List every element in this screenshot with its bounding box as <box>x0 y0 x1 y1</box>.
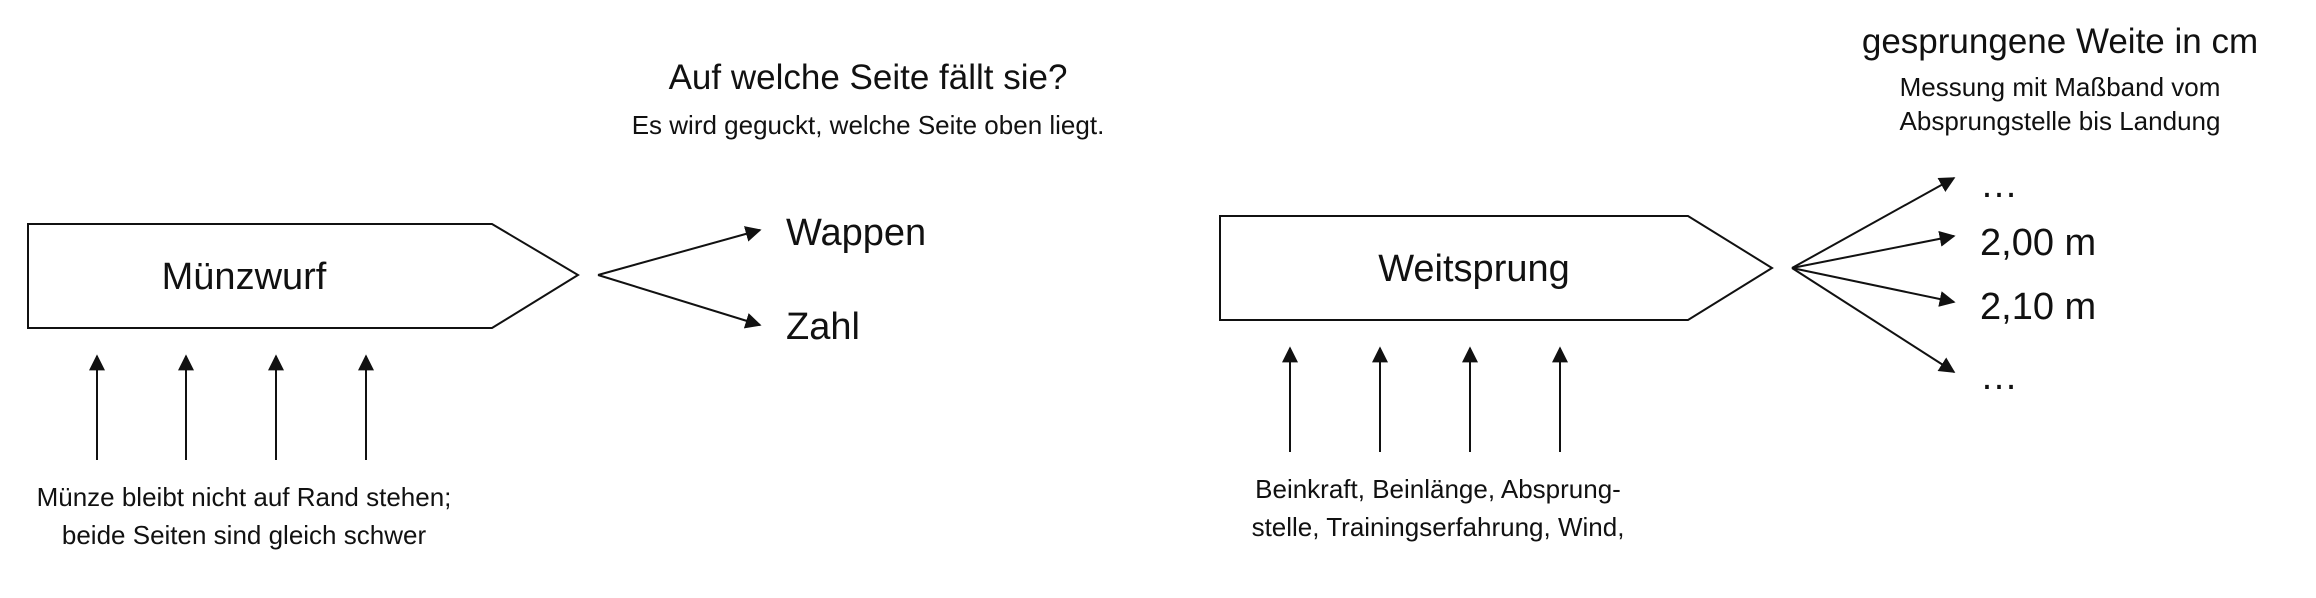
coin-outcome-zahl: Zahl <box>786 306 860 348</box>
coin-condition-arrows <box>89 354 374 460</box>
jump-arrow-2-10 <box>1791 267 1956 307</box>
jump-outcome-ellipsis-bottom: … <box>1980 356 2018 398</box>
jump-question-note-line2: Absprungstelle bis Landung <box>1899 106 2221 136</box>
coin-process-label: Münzwurf <box>161 256 327 298</box>
coin-arrow-zahl <box>597 274 762 329</box>
jump-process-box <box>1219 215 1774 321</box>
coin-conditions-line1: Münze bleibt nicht auf Rand stehen; <box>36 482 452 512</box>
coin-conditions: Münze bleibt nicht auf Rand stehen; beid… <box>37 478 452 554</box>
jump-question-note-line1: Messung mit Maßband vom <box>1899 72 2221 102</box>
coin-arrow-wappen <box>597 226 762 276</box>
jump-conditions: Beinkraft, Beinlänge, Absprung- stelle, … <box>1252 470 1625 546</box>
coin-outcome-arrows <box>597 226 762 329</box>
jump-arrow-ellipsis-bottom <box>1791 267 1956 373</box>
jump-arrow-ellipsis-top <box>1791 177 1956 269</box>
jump-question-title: gesprungene Weite in cm <box>1861 22 2259 61</box>
coin-question-title: Auf welche Seite fällt sie? <box>668 58 1068 97</box>
coin-outcome-wappen: Wappen <box>786 212 927 254</box>
jump-outcome-2-10: 2,10 m <box>1980 286 2097 328</box>
jump-process-label: Weitsprung <box>1378 248 1570 290</box>
jump-conditions-line2: stelle, Trainingserfahrung, Wind, <box>1251 512 1625 542</box>
jump-outcome-2-00: 2,00 m <box>1980 222 2097 264</box>
jump-condition-arrows <box>1282 346 1568 452</box>
jump-outcome-arrows <box>1791 177 1956 373</box>
jump-conditions-line1: Beinkraft, Beinlänge, Absprung- <box>1255 474 1621 504</box>
jump-arrow-2-00 <box>1791 230 1956 269</box>
jump-outcome-ellipsis-top: … <box>1980 164 2018 206</box>
coin-question-note: Es wird geguckt, welche Seite oben liegt… <box>631 110 1105 140</box>
coin-process-box <box>27 223 580 329</box>
coin-conditions-line2: beide Seiten sind gleich schwer <box>61 520 427 550</box>
